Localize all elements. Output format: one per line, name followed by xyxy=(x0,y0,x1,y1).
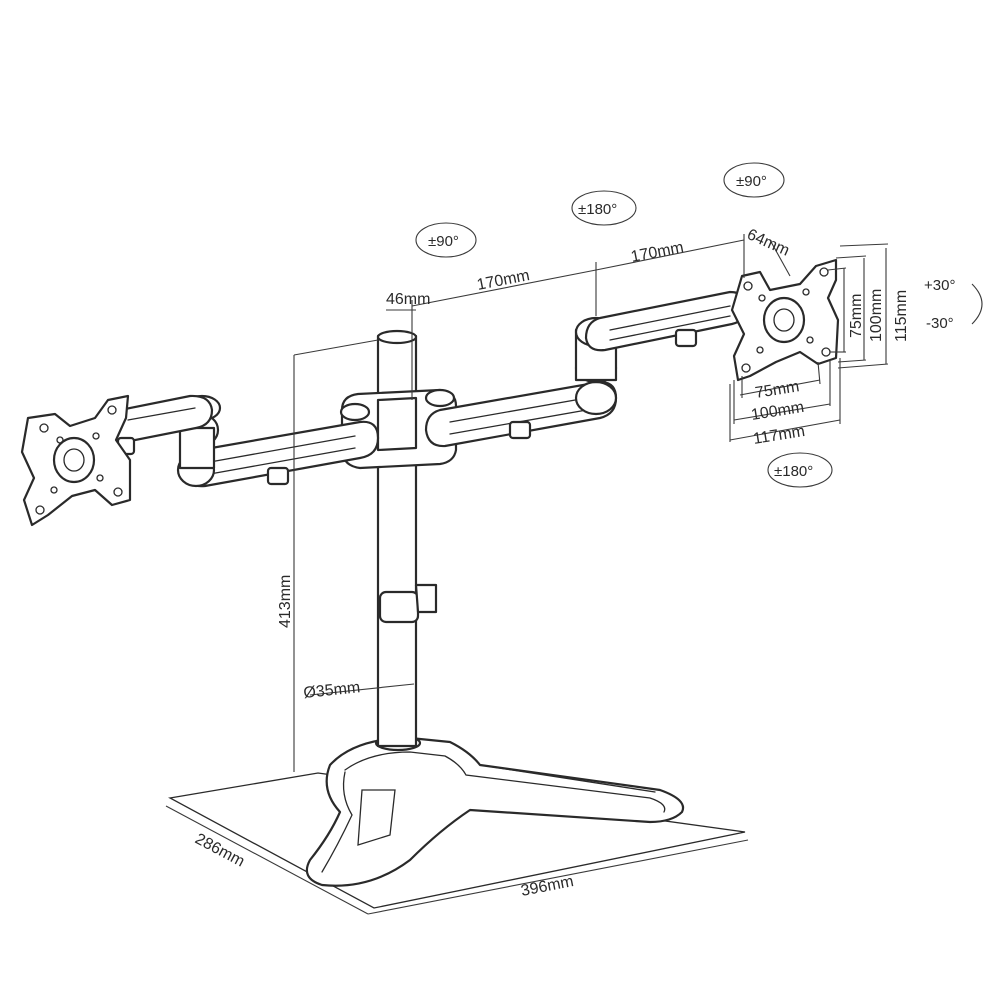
rotation-elbow-marker xyxy=(571,190,637,226)
rotation-markers xyxy=(415,162,833,488)
label-pole-diameter: Ø35mm xyxy=(303,679,361,702)
label-vesa-v-75: 75mm xyxy=(848,294,865,338)
label-64mm: 64mm xyxy=(744,226,792,260)
label-46mm: 46mm xyxy=(386,291,430,308)
rotation-center-marker xyxy=(415,222,477,258)
label-pole-height: 413mm xyxy=(277,575,294,628)
rotation-head-bottom-label: ±180° xyxy=(774,463,813,480)
label-vesa-v-100: 100mm xyxy=(868,289,885,342)
label-base-depth: 286mm xyxy=(192,831,247,871)
label-vesa-h-75: 75mm xyxy=(754,378,801,402)
rotation-elbow-label: ±180° xyxy=(578,201,617,218)
label-vesa-v-115: 115mm xyxy=(893,290,910,342)
stand-base xyxy=(305,734,685,887)
rotation-head-bottom-marker xyxy=(767,452,833,488)
label-vesa-h-100: 100mm xyxy=(750,399,805,424)
left-vesa-plate xyxy=(20,394,132,527)
right-arm xyxy=(424,290,750,448)
rotation-labels: ±90° ±180° ±90° ±180° +30° -30° xyxy=(428,173,955,480)
tilt-up-label: +30° xyxy=(924,277,955,294)
rotation-head-top-label: ±90° xyxy=(736,173,767,190)
rotation-head-top-marker xyxy=(723,162,785,198)
rotation-center-label: ±90° xyxy=(428,233,459,250)
tilt-down-label: -30° xyxy=(926,315,954,332)
label-170mm-right: 170mm xyxy=(630,239,686,266)
left-arm xyxy=(108,394,380,488)
dimension-lines xyxy=(165,234,983,915)
right-vesa-plate xyxy=(730,258,840,382)
label-170mm-left: 170mm xyxy=(476,267,532,294)
cable-clip xyxy=(378,590,420,624)
label-vesa-h-117: 117mm xyxy=(752,423,806,448)
